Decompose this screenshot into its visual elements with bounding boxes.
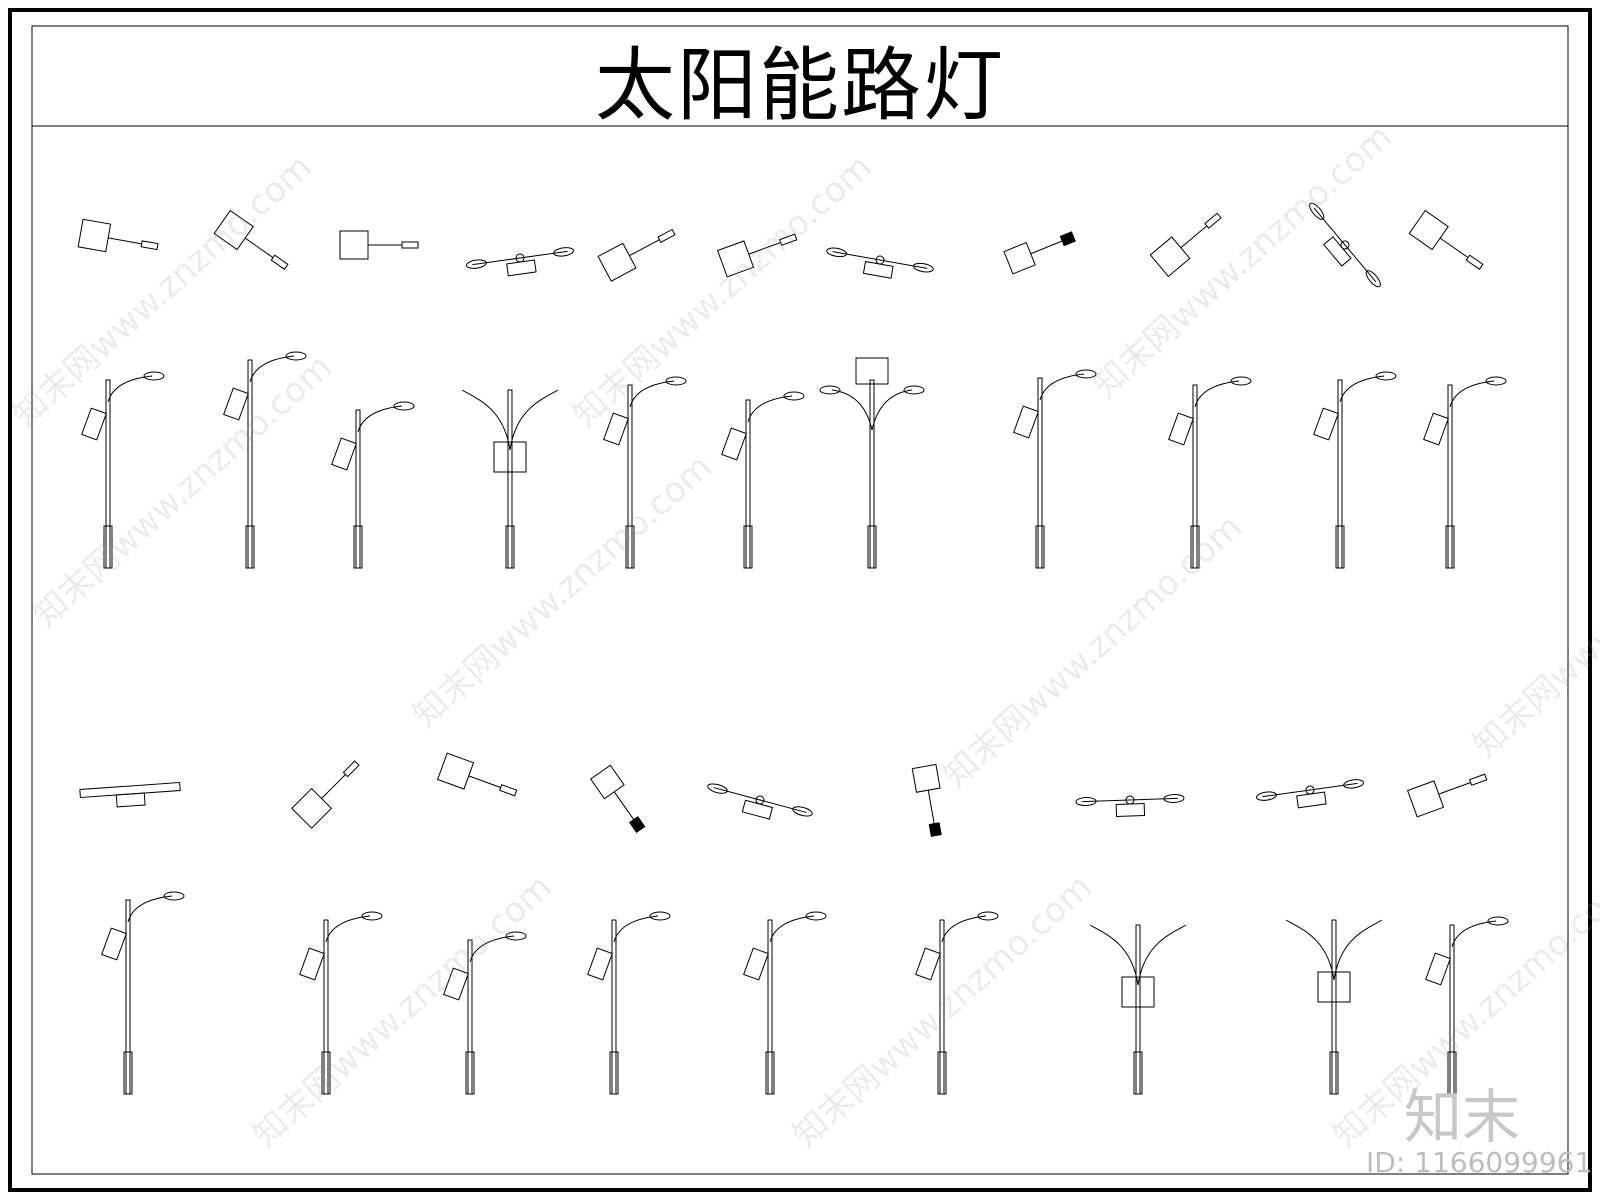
solar-lamp-elevation-icon-19	[1285, 919, 1383, 1095]
solar-lamp-plan-view-icon-25	[911, 763, 942, 837]
solar-lamp-elevation-icon-10	[1423, 376, 1507, 569]
inner-frame	[31, 25, 1569, 1175]
solar-lamp-plan-view-icon-4	[466, 247, 574, 277]
solar-lamp-elevation-icon-20	[1425, 916, 1509, 1095]
solar-lamp-plan-view-icon-9	[1149, 212, 1222, 278]
solar-lamp-plan-view-icon-7	[826, 247, 934, 279]
solar-lamp-plan-view-icon-27	[1256, 779, 1364, 809]
solar-lamp-plan-view-icon-23	[589, 764, 646, 834]
solar-lamp-elevation-icon-12	[101, 891, 185, 1095]
solar-lamp-plan-view-icon-10	[1309, 202, 1381, 288]
solar-lamp-elevation-icon-17	[915, 911, 999, 1095]
solar-lamp-elevation-icon-2	[331, 401, 415, 569]
solar-lamp-elevation-icon-15	[587, 911, 671, 1095]
solar-lamp-elevation-icon-14	[443, 931, 527, 1095]
solar-lamp-plan-view-icon-5	[597, 228, 676, 282]
solar-lamp-plan-view-icon-3	[339, 230, 419, 260]
solar-lamp-plan-view-icon-26	[1075, 793, 1185, 817]
solar-lamp-elevation-icon-1	[223, 351, 307, 569]
solar-lamp-plan-view-icon-21	[291, 760, 360, 829]
lamp-drawings	[77, 202, 1509, 1095]
solar-lamp-plan-view-icon-28	[1406, 773, 1488, 818]
solar-lamp-plan-view-icon-2	[213, 209, 289, 270]
solar-lamp-elevation-icon-6	[819, 357, 925, 569]
solar-lamp-elevation-icon-18	[1089, 924, 1187, 1095]
solar-lamp-plan-view-icon-20	[79, 781, 181, 808]
solar-lamp-plan-view-icon-8	[1003, 231, 1076, 275]
solar-lamp-elevation-icon-4	[603, 376, 687, 569]
solar-lamp-elevation-icon-8	[1168, 376, 1252, 569]
solar-lamp-elevation-icon-13	[299, 911, 383, 1095]
solar-lamp-plan-view-icon-6	[716, 233, 798, 278]
solar-lamp-plan-view-icon-24	[707, 783, 813, 820]
solar-lamp-plan-view-icon-22	[436, 752, 518, 797]
document-id: ID: 1166099961	[1366, 1146, 1593, 1179]
drawing-title: 太阳能路灯	[595, 39, 1005, 132]
outer-border	[8, 8, 1592, 1192]
solar-lamp-elevation-icon-3	[461, 389, 559, 569]
solar-lamp-elevation-icon-0	[81, 371, 165, 569]
solar-lamp-elevation-icon-9	[1313, 371, 1397, 569]
brand-watermark: 知末	[1404, 1083, 1521, 1151]
solar-lamp-elevation-icon-16	[743, 911, 827, 1095]
solar-lamp-plan-view-icon-1	[77, 218, 159, 253]
solar-lamp-elevation-icon-7	[1013, 369, 1097, 569]
solar-lamp-elevation-icon-5	[721, 391, 805, 569]
solar-lamp-plan-view-icon-11	[1408, 209, 1484, 270]
